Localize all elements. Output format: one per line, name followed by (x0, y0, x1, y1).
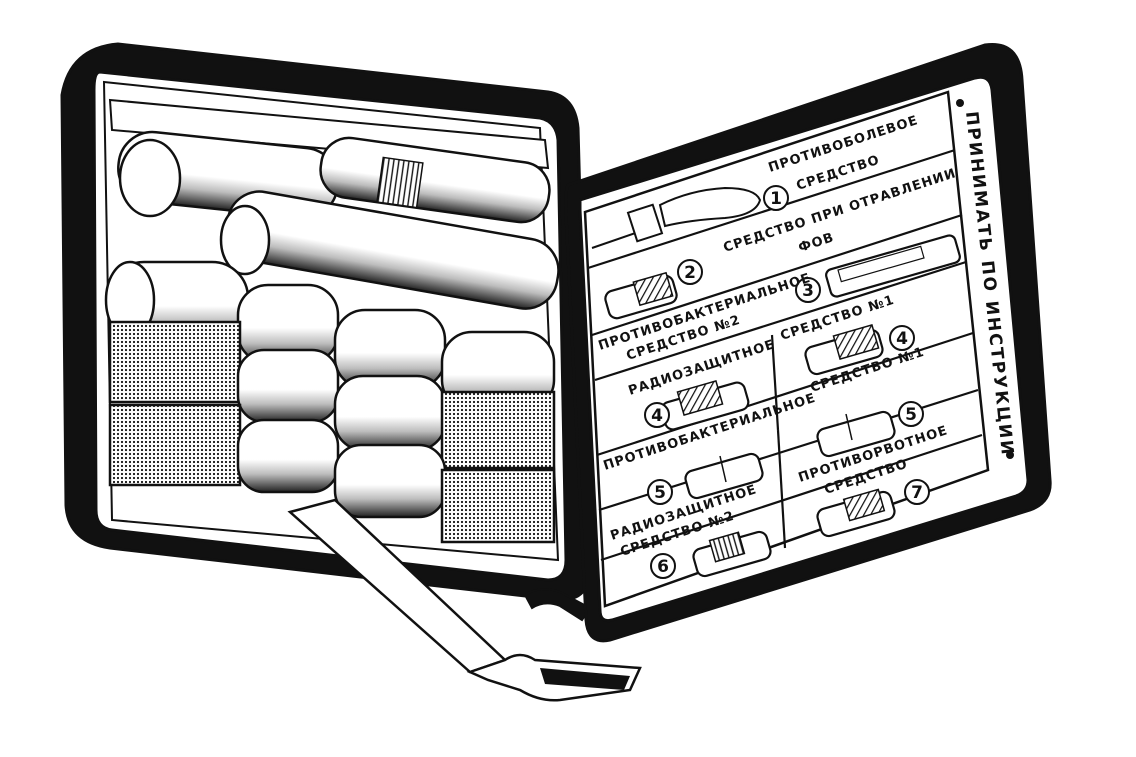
item-number-6: 6 (650, 553, 676, 579)
tray-contents (104, 98, 560, 544)
ampoule-icon (591, 186, 762, 249)
capsule-row-3 (108, 403, 556, 544)
capsule-icon-4a (804, 324, 884, 376)
svg-text:6: 6 (657, 557, 669, 577)
capsule-icon-7 (816, 488, 896, 538)
item-number-2: 2 (677, 259, 703, 285)
capsule-icon-5b (684, 452, 764, 500)
item-number-4b: 4 (644, 402, 670, 428)
item-drawings (591, 186, 961, 578)
svg-text:4: 4 (896, 329, 908, 349)
hinge (523, 588, 592, 622)
capsule-icon-2 (604, 271, 678, 320)
capsule-icon-5a (816, 410, 896, 458)
svg-text:7: 7 (911, 483, 923, 503)
item-number-5b: 5 (647, 479, 673, 505)
item-number-4a: 4 (889, 325, 915, 351)
latch-strip (287, 498, 642, 702)
capsule-row-2 (108, 320, 556, 470)
item-number-7: 7 (904, 479, 930, 505)
capsule-icon-6 (692, 530, 772, 578)
svg-text:3: 3 (802, 281, 814, 301)
svg-text:5: 5 (654, 483, 666, 503)
item-number-1: 1 (763, 185, 789, 211)
item-number-5a: 5 (898, 401, 924, 427)
svg-text:2: 2 (684, 263, 696, 283)
tube-icon-3 (825, 234, 961, 298)
syringe-tube (108, 98, 551, 224)
number-circles: 1 2 3 4 4 5 5 6 (644, 185, 930, 579)
svg-text:1: 1 (770, 189, 782, 209)
item-number-3: 3 (795, 277, 821, 303)
svg-text:5: 5 (905, 405, 917, 425)
svg-text:4: 4 (651, 406, 663, 426)
capsule-icon-4b (660, 380, 750, 431)
